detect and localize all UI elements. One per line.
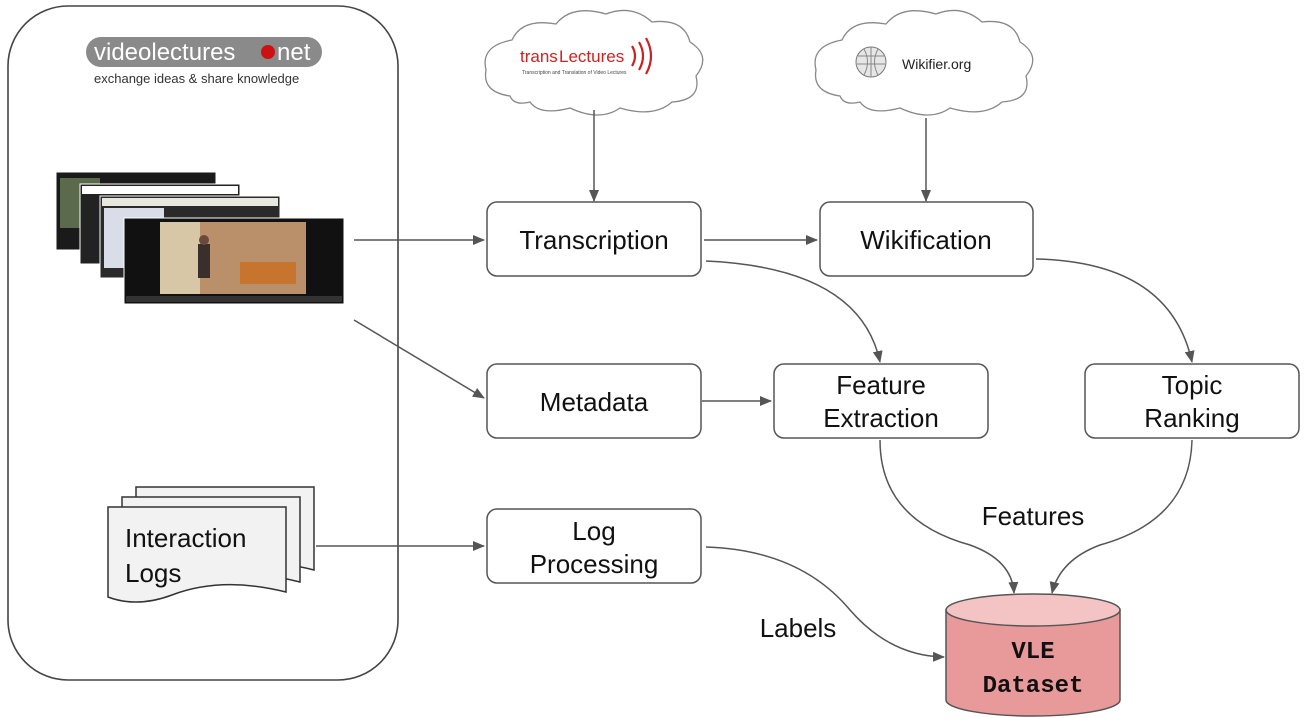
node-wikification: Wikification: [819, 201, 1034, 277]
node-log-processing-label-line2: Processing: [530, 549, 659, 579]
translectures-cloud: trans Lectures Transcription and Transla…: [484, 9, 704, 116]
interaction-logs-document: Interaction Logs: [107, 486, 315, 603]
dataset-label-line2: Dataset: [983, 673, 1084, 700]
arrow-videos-to-metadata: [353, 319, 485, 399]
node-topic-ranking: Topic Ranking: [1084, 363, 1300, 439]
node-feature-extraction-label-line2: Extraction: [823, 403, 939, 433]
video-screenshots-icon: [55, 171, 345, 305]
node-metadata: Metadata: [486, 363, 702, 439]
edge-label-labels: Labels: [760, 613, 837, 643]
translectures-name-suffix: Lectures: [559, 47, 624, 66]
node-topic-ranking-label-line2: Ranking: [1144, 403, 1239, 433]
videolectures-logo: videolectures net exchange ideas & share…: [86, 37, 322, 86]
node-metadata-label: Metadata: [540, 387, 649, 417]
arrow-transcription-to-feature-extraction: [705, 260, 883, 363]
interaction-logs-label-line1: Interaction: [125, 523, 246, 553]
dataset-label-line1: VLE: [1011, 639, 1054, 666]
node-topic-ranking-label-line1: Topic: [1162, 370, 1223, 400]
node-wikification-label: Wikification: [860, 225, 991, 255]
arrow-feature-extraction-to-dataset: [879, 439, 1019, 594]
node-feature-extraction: Feature Extraction: [773, 363, 989, 439]
wikifier-name: Wikifier.org: [902, 56, 971, 72]
node-feature-extraction-label-line1: Feature: [836, 370, 926, 400]
interaction-logs-label-line2: Logs: [125, 558, 181, 588]
translectures-name-prefix: trans: [520, 47, 558, 66]
edge-label-features: Features: [982, 501, 1085, 531]
node-transcription: Transcription: [486, 201, 702, 277]
dataset-cylinder: VLE Dataset: [945, 593, 1121, 717]
arrow-wikification-to-topic-ranking: [1035, 258, 1195, 363]
arrow-log-processing-to-dataset: [705, 546, 945, 662]
node-log-processing-label-line1: Log: [572, 516, 615, 546]
arrow-topic-ranking-to-dataset: [1049, 439, 1193, 594]
node-log-processing: Log Processing: [486, 508, 702, 584]
translectures-tagline: Transcription and Translation of Video L…: [522, 70, 627, 76]
sound-waves-icon: [631, 37, 653, 75]
wikifier-cloud: Wikifier.org: [814, 9, 1034, 116]
logo-tagline: exchange ideas & share knowledge: [94, 71, 299, 86]
logo-text-left: videolectures: [94, 39, 235, 66]
node-transcription-label: Transcription: [519, 225, 668, 255]
logo-text-right: net: [277, 39, 311, 66]
wikipedia-globe-icon: [855, 46, 887, 78]
logo-dot-icon: [261, 45, 275, 59]
